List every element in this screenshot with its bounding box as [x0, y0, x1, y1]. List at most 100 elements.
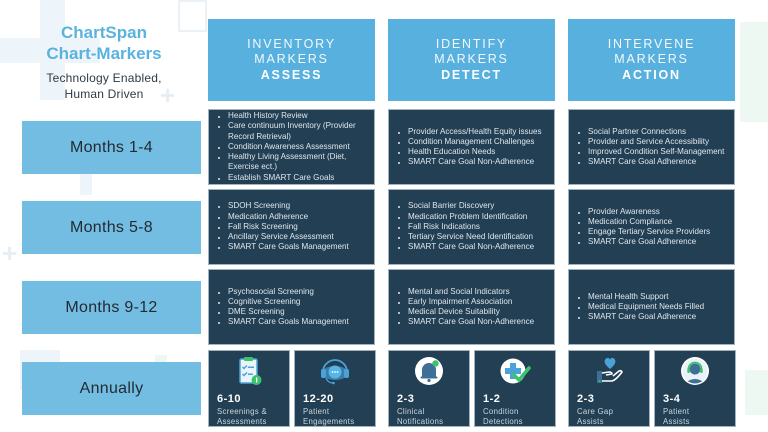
- marker-list: Psychosocial ScreeningCognitive Screenin…: [216, 287, 349, 328]
- medical-cross-check-icon: [500, 358, 531, 384]
- stat-value: 6-10: [217, 393, 242, 405]
- headset-chat-icon: [321, 359, 349, 385]
- marker-list-item: Social Barrier Discovery: [408, 201, 534, 211]
- marker-list: Mental Health SupportMedical Equipment N…: [576, 292, 704, 323]
- stat-value: 3-4: [663, 393, 681, 405]
- stat-value: 1-2: [483, 393, 501, 405]
- bg-cross-decoration: [178, 0, 207, 32]
- marker-list-item: SMART Care Goal Non-Adherence: [408, 157, 542, 167]
- marker-list: Social Partner ConnectionsProvider and S…: [576, 127, 724, 168]
- bg-cross-decoration: [0, 38, 100, 63]
- marker-list-item: SMART Care Goals Management: [228, 242, 349, 252]
- cell-row2-assess: SDOH ScreeningMedication AdherenceFall R…: [208, 189, 375, 265]
- column-header-line1: INTERVENE: [607, 36, 696, 51]
- agent-headset-icon: [681, 357, 709, 385]
- marker-list-item: SMART Care Goal Non-Adherence: [408, 242, 534, 252]
- row-label-annually: Annually: [22, 362, 201, 415]
- stat-label-line2: Engagements: [303, 416, 355, 426]
- column-header-action: INTERVENE MARKERS ACTION: [568, 19, 735, 101]
- marker-list-item: Improved Condition Self-Management: [588, 147, 724, 157]
- marker-list-item: Condition Management Challenges: [408, 137, 542, 147]
- marker-list-item: Healthy Living Assessment (Diet, Exercis…: [228, 152, 371, 172]
- marker-list-item: Provider and Service Accessibility: [588, 137, 724, 147]
- marker-list-item: Medical Device Suitability: [408, 307, 534, 317]
- marker-list-item: Establish SMART Care Goals: [228, 173, 371, 183]
- column-header-title: DETECT: [441, 67, 502, 82]
- brand-title-line2: Chart-Markers: [46, 44, 162, 63]
- marker-list-item: Medication Adherence: [228, 212, 349, 222]
- stat-value: 2-3: [577, 393, 595, 405]
- stat-label-line1: Clinical: [397, 407, 425, 416]
- marker-list-item: SDOH Screening: [228, 201, 349, 211]
- marker-list-item: DME Screening: [228, 307, 349, 317]
- cell-row3-assess: Psychosocial ScreeningCognitive Screenin…: [208, 269, 375, 345]
- marker-list-item: Early Impairment Association: [408, 297, 534, 307]
- cell-row1-detect: Provider Access/Health Equity issuesCond…: [388, 109, 555, 185]
- marker-list-item: Mental and Social Indicators: [408, 287, 534, 297]
- marker-list-item: Ancillary Service Assessment: [228, 232, 349, 242]
- stat-value: 12-20: [303, 393, 334, 405]
- brand-subtitle-line1: Technology Enabled,: [46, 71, 162, 85]
- brand-block: ChartSpan Chart-Markers Technology Enabl…: [20, 22, 188, 102]
- column-header-assess: INVENTORY MARKERS ASSESS: [208, 19, 375, 101]
- clipboard-checklist-icon: [239, 357, 262, 385]
- marker-list: SDOH ScreeningMedication AdherenceFall R…: [216, 201, 349, 252]
- marker-list-item: Cognitive Screening: [228, 297, 349, 307]
- marker-list-item: Fall Risk Indications: [408, 222, 534, 232]
- stat-label-line2: Assists: [663, 416, 690, 426]
- marker-list-item: SMART Care Goal Non-Adherence: [408, 317, 534, 327]
- bg-plus-decoration: +: [160, 80, 176, 110]
- cell-row2-detect: Social Barrier DiscoveryMedication Probl…: [388, 189, 555, 265]
- column-header-title: ASSESS: [260, 67, 323, 82]
- marker-list-item: Health Education Needs: [408, 147, 542, 157]
- cell-row3-detect: Mental and Social IndicatorsEarly Impair…: [388, 269, 555, 345]
- column-header-line2: MARKERS: [434, 52, 509, 67]
- stat-label-line1: Care Gap: [577, 407, 614, 416]
- bg-cross-decoration: [740, 22, 768, 122]
- stat-label-line2: Notifications: [397, 416, 444, 426]
- marker-list-item: Provider Awareness: [588, 207, 710, 217]
- marker-list: Provider AwarenessMedication ComplianceE…: [576, 207, 710, 248]
- marker-list-item: Social Partner Connections: [588, 127, 724, 137]
- marker-list: Provider Access/Health Equity issuesCond…: [396, 127, 542, 168]
- marker-list: Health History ReviewCare continuum Inve…: [216, 111, 371, 182]
- marker-list: Mental and Social IndicatorsEarly Impair…: [396, 287, 534, 328]
- cell-row1-action: Social Partner ConnectionsProvider and S…: [568, 109, 735, 185]
- row-label-months-1-4: Months 1-4: [22, 121, 201, 174]
- marker-list-item: Medical Equipment Needs Filled: [588, 302, 704, 312]
- stat-value: 2-3: [397, 393, 415, 405]
- heart-hand-icon: [597, 357, 623, 383]
- marker-list-item: Tertiary Service Need Identification: [408, 232, 534, 242]
- marker-list-item: Medication Problem Identification: [408, 212, 534, 222]
- marker-list-item: Care continuum Inventory (Provider Recor…: [228, 121, 371, 141]
- bg-cross-decoration: [745, 370, 768, 415]
- cell-row2-action: Provider AwarenessMedication ComplianceE…: [568, 189, 735, 265]
- stat-label-line2: Assists: [577, 416, 604, 426]
- brand-title-line1: ChartSpan: [61, 23, 147, 42]
- stat-label-line1: Screenings &: [217, 407, 267, 416]
- stat-label-line1: Condition: [483, 407, 519, 416]
- stat-label-line1: Patient: [303, 407, 330, 416]
- marker-list-item: Condition Awareness Assessment: [228, 142, 371, 152]
- bg-plus-decoration: +: [2, 238, 18, 268]
- stat-screenings-assessments: 6-10 Screenings &Assessments: [208, 350, 290, 427]
- marker-list-item: SMART Care Goal Adherence: [588, 312, 704, 322]
- stat-label-line1: Patient: [663, 407, 690, 416]
- marker-list-item: Mental Health Support: [588, 292, 704, 302]
- cell-row3-action: Mental Health SupportMedical Equipment N…: [568, 269, 735, 345]
- marker-list-item: Medication Compliance: [588, 217, 710, 227]
- brand-subtitle-line2: Human Driven: [64, 87, 144, 101]
- marker-list-item: SMART Care Goal Adherence: [588, 157, 724, 167]
- marker-list-item: Provider Access/Health Equity issues: [408, 127, 542, 137]
- column-header-line2: MARKERS: [614, 52, 689, 67]
- column-header-line2: MARKERS: [254, 52, 329, 67]
- column-header-line1: INVENTORY: [247, 36, 336, 51]
- cell-row1-assess: Health History ReviewCare continuum Inve…: [208, 109, 375, 185]
- marker-list-item: SMART Care Goal Adherence: [588, 237, 710, 247]
- row-label-months-5-8: Months 5-8: [22, 201, 201, 254]
